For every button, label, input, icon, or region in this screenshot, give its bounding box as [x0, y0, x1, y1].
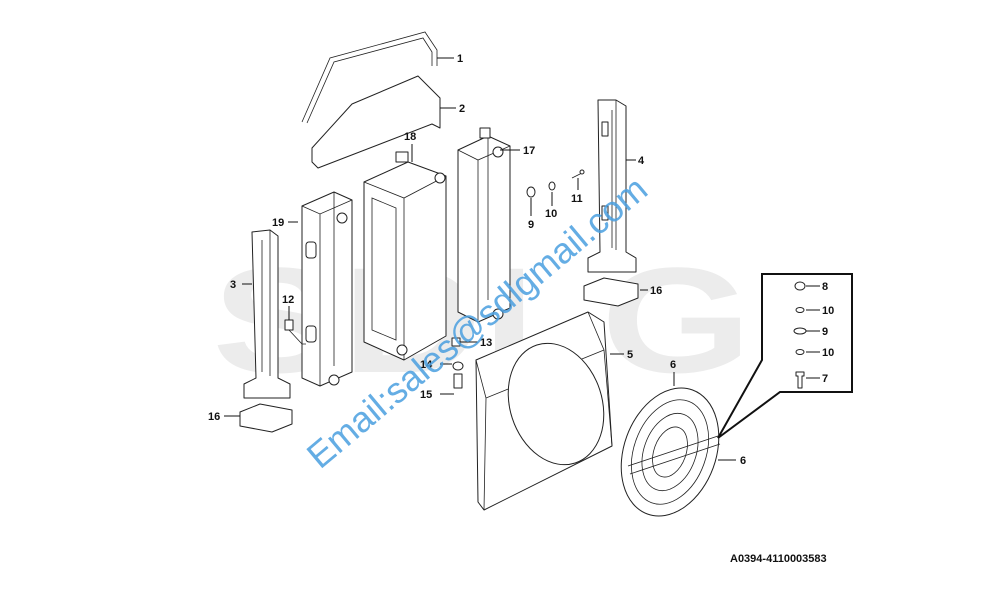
callout-3: 3 [230, 279, 236, 291]
callout-2: 2 [459, 103, 465, 115]
callout-14: 14 [420, 359, 433, 371]
callout-labels: 1 2 3 4 5 6 6 7 8 9 9 10 10 10 11 12 13 … [208, 53, 834, 467]
part-18-radiator [363, 151, 447, 361]
callout-18: 18 [404, 131, 416, 143]
callout-10-detail-b: 10 [822, 347, 834, 359]
callout-10: 10 [545, 208, 557, 220]
part-3-support-stand [239, 229, 293, 433]
part-19-cooler [301, 191, 353, 387]
part-1-handle [301, 31, 438, 124]
callout-7: 7 [822, 373, 828, 385]
callout-10-detail-a: 10 [822, 305, 834, 317]
detail-box [717, 273, 853, 439]
part-17-cooler [457, 127, 511, 323]
callout-9-detail: 9 [822, 326, 828, 338]
callout-8: 8 [822, 281, 828, 293]
callout-17: 17 [523, 145, 535, 157]
callout-15: 15 [420, 389, 432, 401]
callout-16-right: 16 [650, 285, 662, 297]
callout-11: 11 [571, 193, 583, 205]
part-4-support-stand [583, 99, 639, 307]
callout-5: 5 [627, 349, 633, 361]
callout-13: 13 [480, 337, 492, 349]
reference-code: A0394-4110003583 [730, 553, 827, 565]
callout-9: 9 [528, 219, 534, 231]
part-6-fan-guard [620, 387, 721, 517]
fasteners-9-10-11 [526, 169, 585, 198]
callout-19: 19 [272, 217, 284, 229]
callout-4: 4 [638, 155, 645, 167]
part-5-fan-shroud [475, 311, 613, 511]
callout-16-left: 16 [208, 411, 220, 423]
callout-6-right: 6 [740, 455, 746, 467]
callout-12: 12 [282, 294, 294, 306]
callout-1: 1 [457, 53, 463, 65]
part-2-bracket-plate [311, 75, 441, 169]
parts-13-14-15-fittings [451, 337, 464, 389]
callout-6-top: 6 [670, 359, 676, 371]
leader-lines [224, 57, 820, 461]
